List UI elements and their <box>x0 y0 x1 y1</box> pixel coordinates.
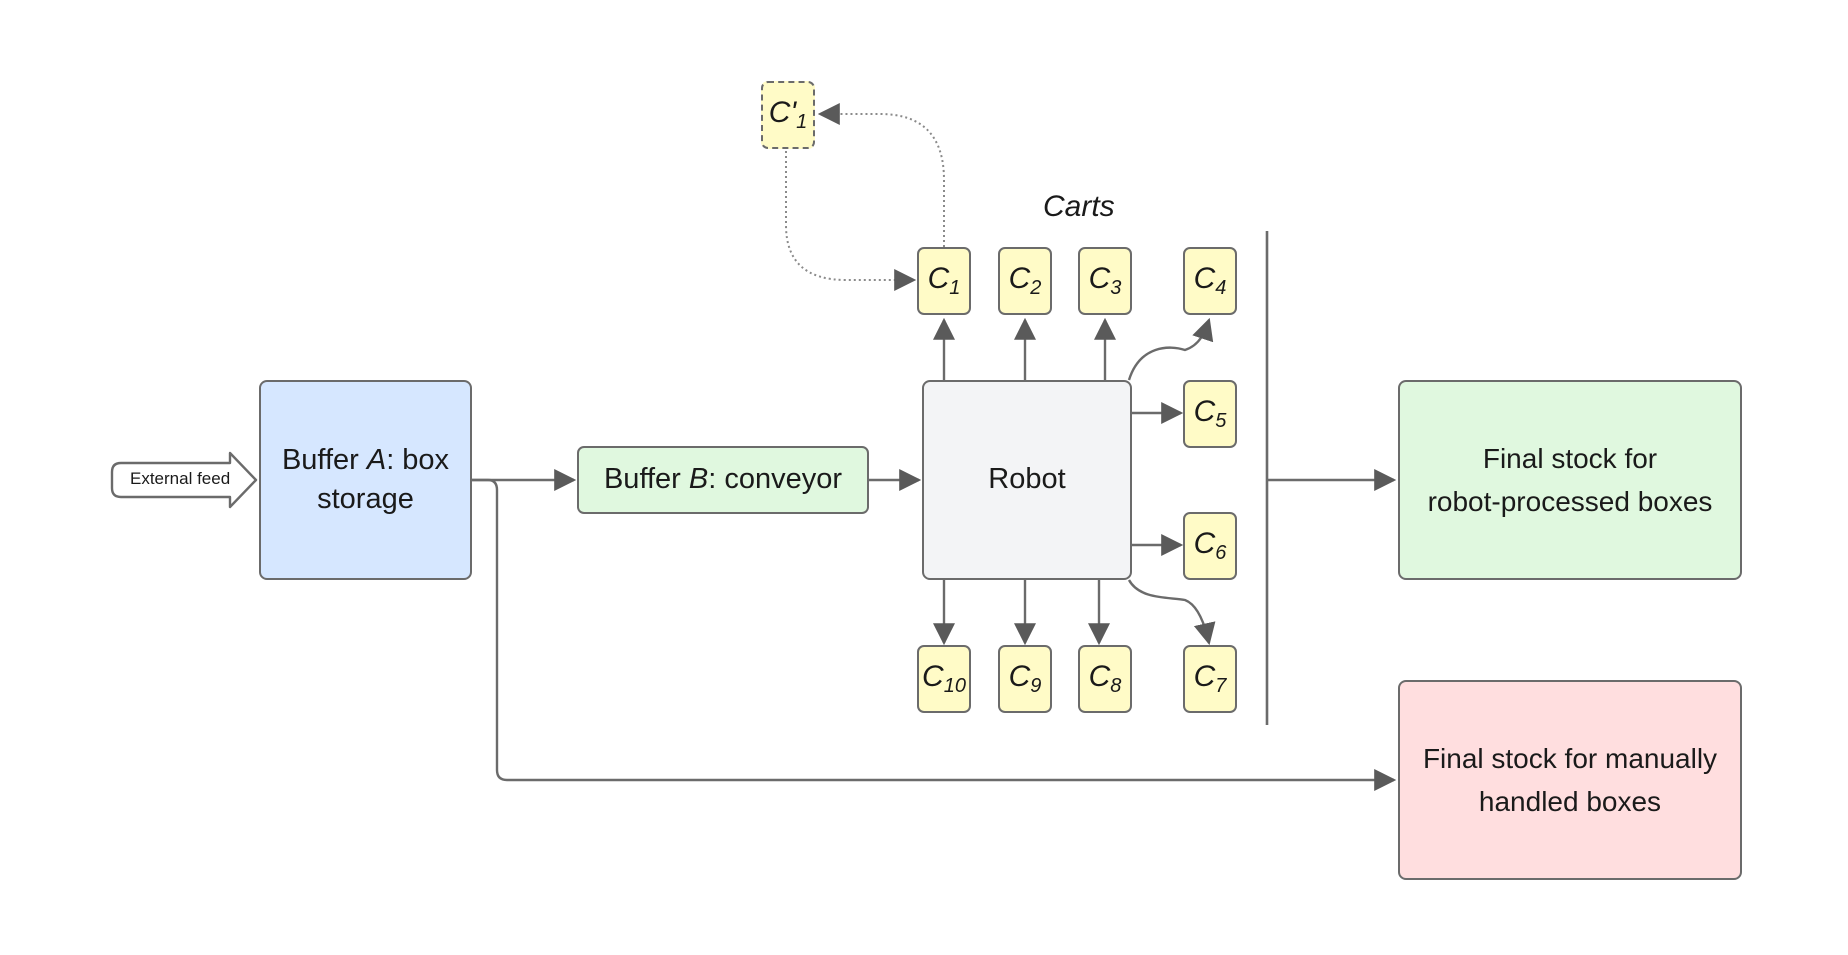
cart-spare-base: C' <box>768 96 797 129</box>
arrow-robot-to-c7 <box>1127 579 1216 646</box>
cart-c4-sub: 4 <box>1215 277 1227 299</box>
buffer-a-prefix: Buffer <box>281 443 367 476</box>
cart-c7: C7 <box>1183 645 1237 713</box>
cart-c8-base: C <box>1088 660 1111 693</box>
buffer-a-suffix: : box <box>386 443 450 476</box>
final-stock-robot-box: Final stock for robot-processed boxes <box>1398 380 1742 580</box>
cart-c9-base: C <box>1008 660 1031 693</box>
cart-c5-sub: 5 <box>1215 410 1227 432</box>
cart-c3-base: C <box>1088 262 1111 295</box>
cart-c10: C10 <box>917 645 971 713</box>
cart-c10-base: C <box>922 660 944 693</box>
cart-c5: C5 <box>1183 380 1237 448</box>
cart-c8: C8 <box>1078 645 1132 713</box>
cart-c6: C6 <box>1183 512 1237 580</box>
cart-c9: C9 <box>998 645 1052 713</box>
final-robot-line2: robot-processed boxes <box>1427 486 1713 517</box>
cart-c1: C1 <box>917 247 971 315</box>
cart-c3-sub: 3 <box>1110 277 1122 299</box>
arrow-robot-to-c4 <box>1127 317 1214 381</box>
final-robot-line1: Final stock for <box>1482 442 1658 474</box>
buffer-b-suffix: : conveyor <box>708 463 843 496</box>
cart-c9-sub: 9 <box>1030 675 1042 697</box>
carts-label: Carts <box>1043 190 1115 223</box>
cart-c5-base: C <box>1193 395 1216 428</box>
cart-spare-c1: C'1 <box>761 81 815 149</box>
cart-spare-sub: 1 <box>796 111 808 133</box>
cart-c8-sub: 8 <box>1110 675 1122 697</box>
dotted-arrow-spare-to-c1 <box>785 151 917 291</box>
buffer-b-letter: B <box>688 463 709 496</box>
buffer-b-prefix: Buffer <box>603 463 689 496</box>
cart-c6-base: C <box>1193 527 1216 560</box>
cart-c4-base: C <box>1193 262 1216 295</box>
cart-c7-sub: 7 <box>1215 675 1227 697</box>
cart-c10-sub: 10 <box>943 675 966 697</box>
external-feed-arrow <box>110 451 258 509</box>
external-feed-label: External feed <box>130 469 231 488</box>
cart-c7-base: C <box>1193 660 1216 693</box>
cart-c1-sub: 1 <box>949 277 961 299</box>
cart-c6-sub: 6 <box>1215 542 1227 564</box>
final-stock-manual-box: Final stock for manually handled boxes <box>1398 680 1742 880</box>
cart-c2: C2 <box>998 247 1052 315</box>
buffer-a-line2: storage <box>317 483 414 515</box>
cart-c2-base: C <box>1008 262 1031 295</box>
cart-c4: C4 <box>1183 247 1237 315</box>
dotted-arrow-c1-to-spare <box>817 103 945 247</box>
final-manual-line2: handled boxes <box>1478 786 1662 817</box>
buffer-a-letter: A <box>366 443 387 476</box>
buffer-b-box: Buffer B: conveyor <box>577 446 869 514</box>
buffer-a-box: Buffer A: box storage <box>259 380 472 580</box>
arrow-buffer-a-to-final-manual <box>472 478 1397 791</box>
robot-label: Robot <box>988 463 1066 496</box>
cart-c1-base: C <box>927 262 950 295</box>
robot-box: Robot <box>922 380 1132 580</box>
final-manual-line1: Final stock for manually <box>1422 742 1718 774</box>
cart-c3: C3 <box>1078 247 1132 315</box>
cart-c2-sub: 2 <box>1030 277 1042 299</box>
